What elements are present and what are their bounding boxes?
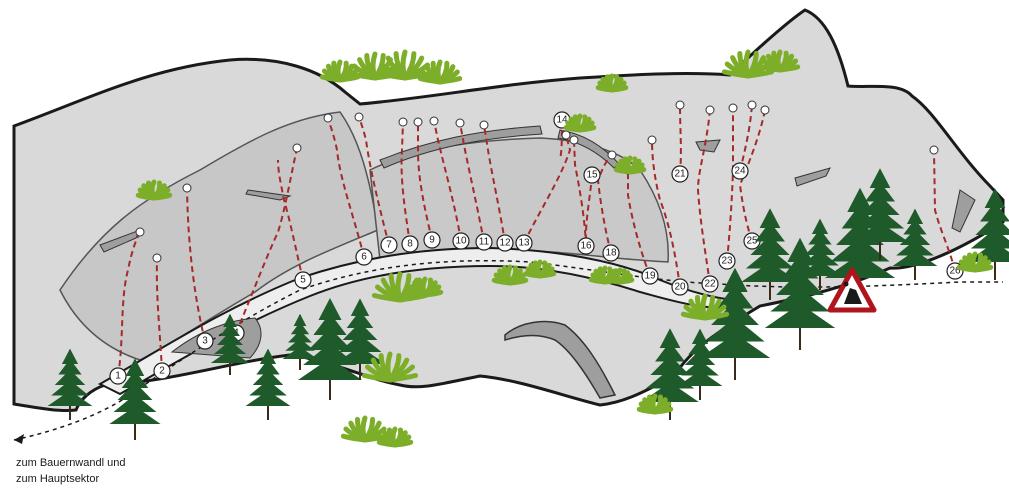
fern-plant-icon bbox=[762, 52, 797, 70]
anchor-icon bbox=[761, 106, 769, 114]
fern-plant-icon bbox=[409, 279, 441, 295]
route-number-label: 20 bbox=[672, 279, 688, 295]
anchor-icon bbox=[355, 113, 363, 121]
fern-plant-icon bbox=[608, 270, 632, 282]
route-number-label: 13 bbox=[516, 235, 532, 251]
route-number-label: 5 bbox=[295, 272, 311, 288]
fern-plant-icon bbox=[598, 76, 626, 90]
anchor-icon bbox=[676, 101, 684, 109]
anchor-icon bbox=[293, 144, 301, 152]
svg-text:8: 8 bbox=[407, 239, 413, 250]
fern-plant-icon bbox=[566, 116, 594, 130]
route-number-label: 18 bbox=[603, 245, 619, 261]
fern-plant-icon bbox=[494, 267, 526, 283]
svg-text:16: 16 bbox=[580, 241, 592, 252]
anchor-icon bbox=[399, 118, 407, 126]
svg-text:11: 11 bbox=[479, 237, 490, 248]
anchor-icon bbox=[748, 101, 756, 109]
svg-text:12: 12 bbox=[499, 238, 511, 249]
svg-text:6: 6 bbox=[361, 252, 367, 263]
access-note-line-2: zum Hauptsektor bbox=[16, 472, 99, 486]
svg-text:23: 23 bbox=[721, 256, 733, 267]
anchor-icon bbox=[414, 118, 422, 126]
anchor-icon bbox=[183, 184, 191, 192]
fern-plant-icon bbox=[379, 429, 411, 445]
anchor-icon bbox=[570, 136, 578, 144]
route-number-label: 7 bbox=[381, 237, 397, 253]
svg-text:9: 9 bbox=[429, 235, 435, 246]
svg-text:19: 19 bbox=[644, 271, 656, 282]
route-number-label: 3 bbox=[197, 333, 213, 349]
svg-text:13: 13 bbox=[518, 238, 530, 249]
fern-plant-icon bbox=[138, 182, 170, 198]
anchor-icon bbox=[324, 114, 332, 122]
route-number-label: 22 bbox=[702, 276, 718, 292]
anchor-icon bbox=[648, 136, 656, 144]
fern-plant-icon bbox=[639, 396, 671, 412]
fern-plant-icon bbox=[616, 158, 644, 172]
anchor-icon bbox=[456, 119, 464, 127]
anchor-icon bbox=[153, 254, 161, 262]
svg-text:7: 7 bbox=[386, 240, 392, 251]
access-note-line-1: zum Bauernwandl und bbox=[16, 456, 125, 470]
svg-text:18: 18 bbox=[605, 248, 617, 259]
svg-text:24: 24 bbox=[734, 166, 746, 177]
svg-text:2: 2 bbox=[159, 366, 165, 377]
svg-text:21: 21 bbox=[674, 169, 686, 180]
anchor-icon bbox=[930, 146, 938, 154]
route-number-label: 9 bbox=[424, 232, 440, 248]
route-number-label: 10 bbox=[453, 233, 469, 249]
route-number-label: 2 bbox=[154, 363, 170, 379]
svg-text:5: 5 bbox=[300, 275, 306, 286]
route-number-label: 8 bbox=[402, 236, 418, 252]
svg-text:20: 20 bbox=[674, 282, 686, 293]
anchor-icon bbox=[480, 121, 488, 129]
svg-text:10: 10 bbox=[455, 236, 467, 247]
svg-text:22: 22 bbox=[704, 279, 716, 290]
anchor-icon bbox=[706, 106, 714, 114]
anchor-icon bbox=[136, 228, 144, 236]
route-number-label: 11 bbox=[476, 234, 492, 250]
svg-text:3: 3 bbox=[202, 336, 208, 347]
route-number-label: 16 bbox=[578, 238, 594, 254]
route-number-label: 24 bbox=[732, 163, 748, 179]
svg-text:15: 15 bbox=[586, 170, 598, 181]
fern-plant-icon bbox=[420, 62, 459, 82]
route-number-label: 1 bbox=[110, 368, 126, 384]
fern-plant-icon bbox=[526, 262, 554, 276]
svg-text:1: 1 bbox=[115, 371, 121, 382]
route-number-label: 19 bbox=[642, 268, 658, 284]
route-number-label: 21 bbox=[672, 166, 688, 182]
route-number-label: 6 bbox=[356, 249, 372, 265]
anchor-icon bbox=[608, 151, 616, 159]
anchor-icon bbox=[729, 104, 737, 112]
route-number-label: 23 bbox=[719, 253, 735, 269]
route-number-label: 15 bbox=[584, 167, 600, 183]
route-number-label: 12 bbox=[497, 235, 513, 251]
anchor-icon bbox=[562, 131, 570, 139]
fern-plant-icon bbox=[959, 254, 991, 270]
anchor-icon bbox=[430, 117, 438, 125]
